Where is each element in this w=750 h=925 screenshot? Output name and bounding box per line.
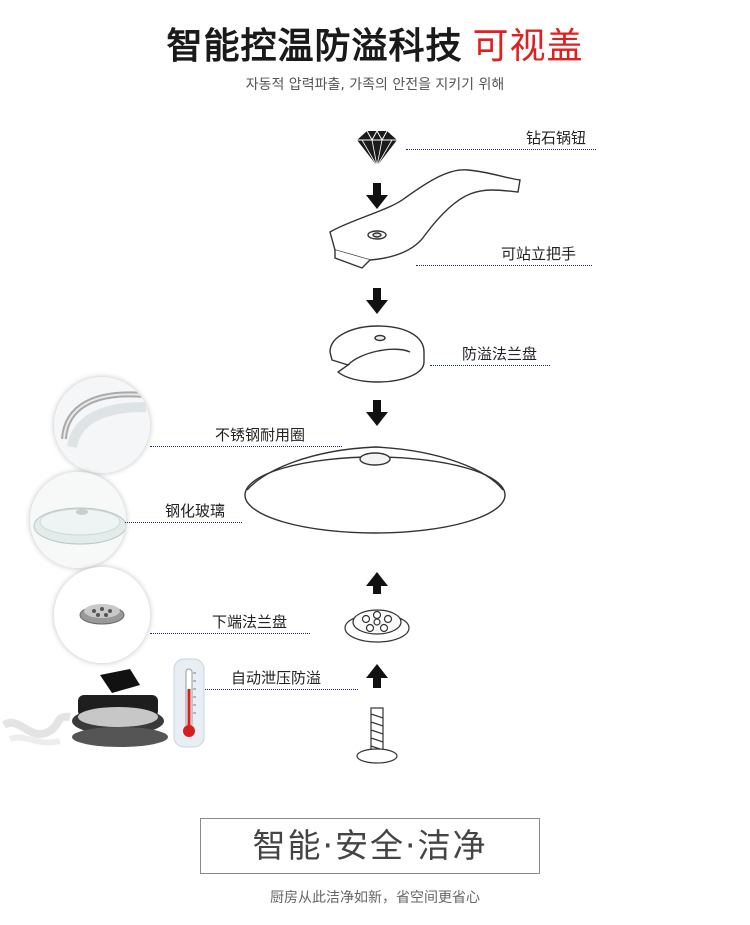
label-lower-flange: 下端法兰盘 bbox=[212, 613, 288, 631]
leader-line bbox=[416, 265, 592, 266]
title-main: 智能控温防溢科技 bbox=[166, 26, 463, 67]
title-accent: 可视盖 bbox=[472, 26, 584, 67]
page-subtitle: 자동적 압력파출, 가족의 안전을 지키기 위해 bbox=[245, 77, 505, 93]
lower-flange-detail-image bbox=[54, 567, 150, 663]
handle-part bbox=[329, 169, 521, 269]
page-title: 智能控温防溢科技可视盖 bbox=[0, 22, 750, 72]
label-knob: 钻石锅钮 bbox=[526, 129, 587, 147]
glass-detail-image bbox=[30, 472, 126, 568]
leader-line bbox=[205, 689, 358, 690]
arrow-up-icon bbox=[366, 664, 388, 688]
label-vent: 自动泄压防溢 bbox=[231, 669, 322, 687]
flange-part bbox=[329, 325, 425, 383]
leader-line bbox=[150, 633, 310, 634]
leader-line bbox=[150, 446, 342, 447]
slogan-box: 智能·安全·洁净 bbox=[200, 818, 540, 874]
thermometer-icon bbox=[173, 658, 205, 748]
ring-detail-image bbox=[54, 377, 150, 473]
cooker-steam-image bbox=[1, 669, 168, 747]
glass-lid-part bbox=[244, 446, 506, 534]
leader-line bbox=[430, 365, 550, 366]
arrow-down-icon bbox=[366, 183, 388, 209]
glass-icon bbox=[30, 472, 126, 568]
arrow-down-icon bbox=[366, 288, 388, 314]
arrow-up-icon bbox=[366, 572, 388, 594]
footer-text: 厨房从此洁净如新，省空间更省心 bbox=[270, 890, 480, 906]
label-glass: 钢化玻璃 bbox=[165, 502, 226, 520]
label-handle: 可站立把手 bbox=[501, 245, 577, 263]
screw-part bbox=[356, 707, 398, 764]
diamond-knob-icon bbox=[357, 129, 397, 167]
steel-ring-icon bbox=[54, 377, 150, 473]
label-flange: 防溢法兰盘 bbox=[462, 345, 538, 363]
lower-flange-part bbox=[344, 609, 410, 643]
leader-line bbox=[406, 149, 596, 150]
leader-line bbox=[125, 522, 242, 523]
arrow-down-icon bbox=[366, 400, 388, 426]
label-ring: 不锈钢耐用圈 bbox=[215, 426, 306, 444]
flange-icon bbox=[54, 567, 150, 663]
